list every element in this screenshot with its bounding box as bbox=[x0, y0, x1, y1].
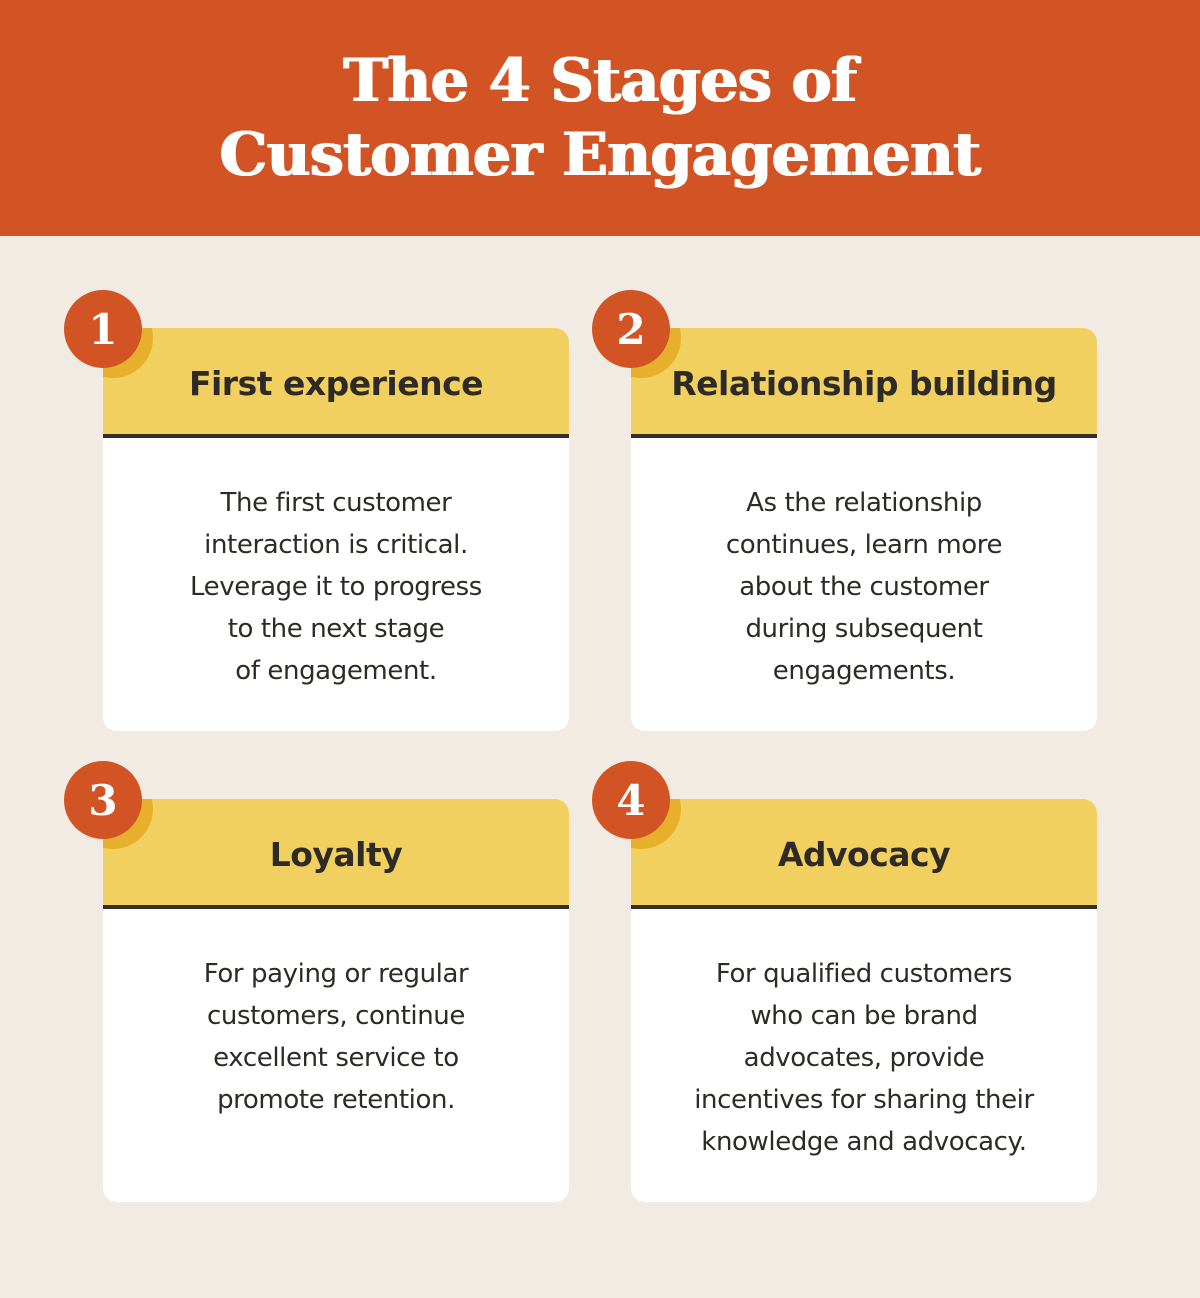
stage-card-body: For qualified customers who can be brand… bbox=[631, 909, 1097, 1202]
stage-card-body: As the relationship continues, learn mor… bbox=[631, 438, 1097, 731]
stage-title: Advocacy bbox=[777, 834, 951, 874]
stage-card-header: First experience bbox=[103, 328, 569, 438]
stage-card-3: Loyalty For paying or regular customers,… bbox=[103, 799, 569, 1202]
title-banner: The 4 Stages of Customer Engagement bbox=[0, 0, 1200, 236]
stage-card-2: Relationship building As the relationshi… bbox=[631, 328, 1097, 731]
stage-card-4: Advocacy For qualified customers who can… bbox=[631, 799, 1097, 1202]
stage-number-badge-3: 3 bbox=[64, 761, 142, 839]
stage-description: For qualified customers who can be brand… bbox=[694, 959, 1034, 1157]
stage-title: Loyalty bbox=[269, 834, 403, 874]
stage-card-1: First experience The first customer inte… bbox=[103, 328, 569, 731]
stage-title: Relationship building bbox=[671, 363, 1057, 403]
stage-description: The first customer interaction is critic… bbox=[190, 488, 482, 686]
title-line-2: Customer Engagement bbox=[219, 120, 981, 190]
stage-card-header: Loyalty bbox=[103, 799, 569, 909]
stage-card-header: Advocacy bbox=[631, 799, 1097, 909]
stage-card-header: Relationship building bbox=[631, 328, 1097, 438]
title-line-1: The 4 Stages of bbox=[343, 46, 857, 116]
stage-number-badge-4: 4 bbox=[592, 761, 670, 839]
stage-card-body: For paying or regular customers, continu… bbox=[103, 909, 569, 1202]
stage-description: As the relationship continues, learn mor… bbox=[725, 488, 1003, 686]
stage-description: For paying or regular customers, continu… bbox=[203, 959, 469, 1115]
stage-card-body: The first customer interaction is critic… bbox=[103, 438, 569, 731]
stage-number-badge-2: 2 bbox=[592, 290, 670, 368]
stage-number-badge-1: 1 bbox=[64, 290, 142, 368]
page-title: The 4 Stages of Customer Engagement bbox=[220, 44, 981, 192]
stage-title: First experience bbox=[188, 363, 484, 403]
